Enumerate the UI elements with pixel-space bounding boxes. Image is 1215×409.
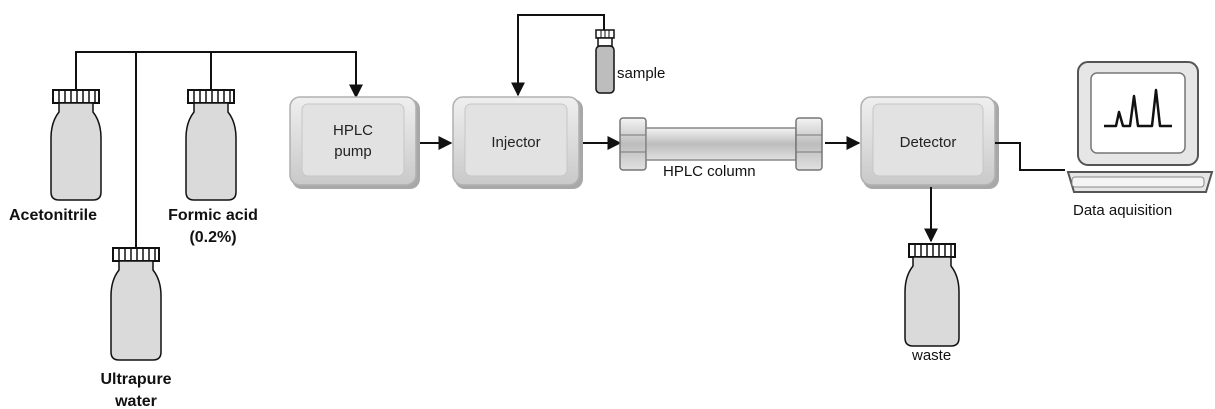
hplc-pump-label: HPLC pump (290, 120, 416, 162)
injector-label: Injector (491, 134, 541, 151)
formic-acid-name: Formic acid (168, 207, 258, 224)
hplc-pump-line1: HPLC (332, 122, 373, 139)
acetonitrile-bottle (50, 89, 102, 201)
solvent-tubing (75, 51, 363, 248)
hplc-column (619, 117, 823, 171)
waste-bottle (904, 243, 960, 347)
injector-box (452, 96, 583, 189)
flow-arrows (420, 14, 1065, 243)
formic-acid-label: Formic acid (0.2%) (154, 205, 272, 249)
data-acquisition-label: Data aquisition (1073, 202, 1173, 219)
computer-monitor-icon (1066, 61, 1214, 193)
hplc-pump-box (289, 96, 420, 189)
formic-acid-concentration: (0.2%) (189, 229, 237, 246)
ultrapure-water-line2: water (115, 393, 157, 409)
waste-label: waste (912, 347, 952, 364)
ultrapure-water-bottle (110, 247, 162, 361)
ultrapure-water-label: Ultrapure water (80, 369, 192, 409)
detector-box (860, 96, 999, 189)
sample-label: sample (617, 65, 666, 82)
hplc-pump-line2: pump (334, 143, 372, 160)
formic-acid-bottle (185, 89, 237, 201)
ultrapure-water-line1: Ultrapure (100, 371, 172, 388)
detector-label: Detector (899, 134, 957, 151)
hplc-column-label: HPLC column (663, 163, 756, 180)
sample-vial (595, 29, 615, 94)
acetonitrile-label: Acetonitrile (9, 207, 98, 224)
